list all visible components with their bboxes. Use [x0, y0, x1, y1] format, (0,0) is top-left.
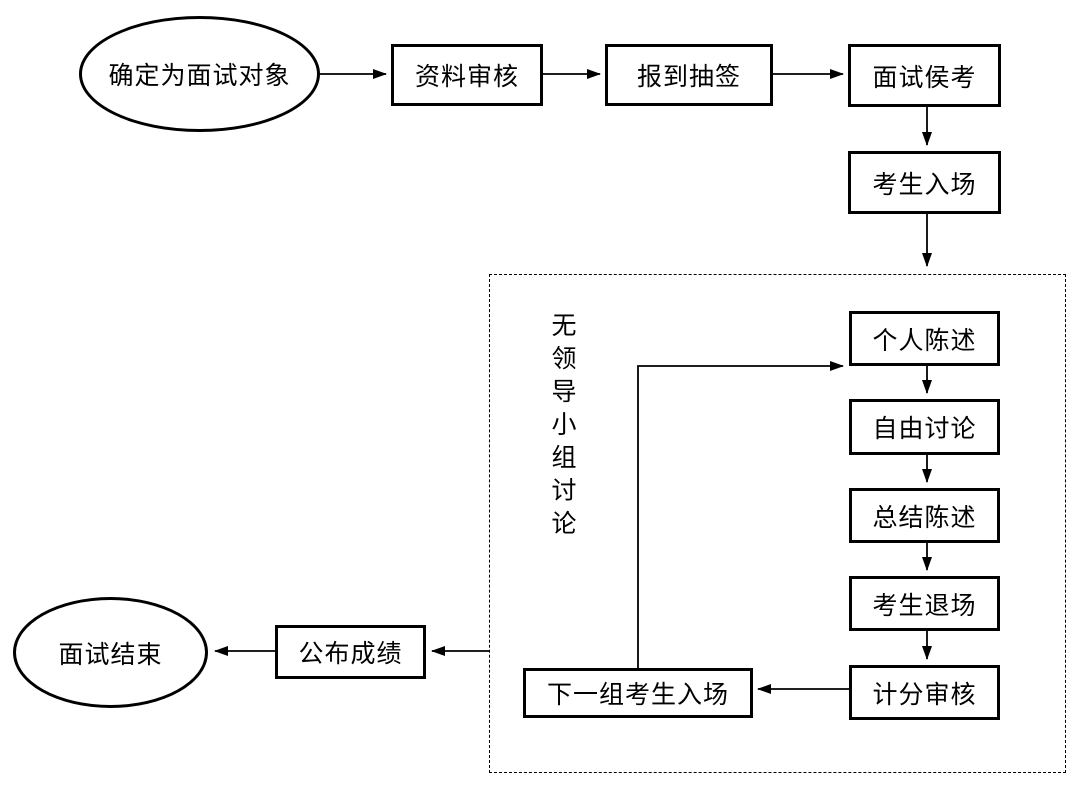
personal-statement-node: 个人陈述: [849, 311, 1000, 366]
summary-statement-node: 总结陈述: [849, 488, 1000, 543]
start-node: 确定为面试对象: [79, 16, 320, 132]
publish-scores-node: 公布成绩: [275, 625, 426, 679]
next-group-node: 下一组考生入场: [523, 668, 753, 718]
checkin-node: 报到抽签: [605, 44, 773, 106]
review-node: 资料审核: [391, 44, 543, 106]
candidate-exit-node: 考生退场: [849, 576, 1000, 631]
leaderless-group-discussion-container: [489, 274, 1066, 773]
enter-node: 考生入场: [848, 151, 1001, 214]
free-discussion-node: 自由讨论: [849, 399, 1000, 455]
score-review-node: 计分审核: [849, 665, 1000, 720]
waiting-node: 面试侯考: [848, 44, 1001, 107]
group-label: 无领导小组讨论: [548, 312, 577, 543]
end-node: 面试结束: [13, 597, 208, 708]
